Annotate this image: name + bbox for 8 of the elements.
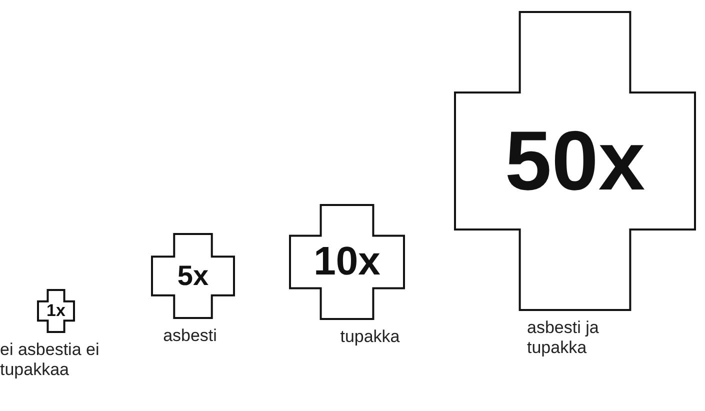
multiplier-label: 5x bbox=[176, 260, 210, 292]
multiplier-label: 50x bbox=[504, 112, 646, 210]
multiplier-label: 10x bbox=[312, 240, 382, 284]
caption-text: ei asbestia ei tupakkaa bbox=[0, 340, 100, 380]
caption-text: asbesti ja tupakka bbox=[527, 318, 600, 358]
multiplier-label: 1x bbox=[46, 301, 66, 321]
caption-text: tupakka bbox=[339, 327, 401, 347]
caption-text: asbesti bbox=[162, 326, 218, 346]
